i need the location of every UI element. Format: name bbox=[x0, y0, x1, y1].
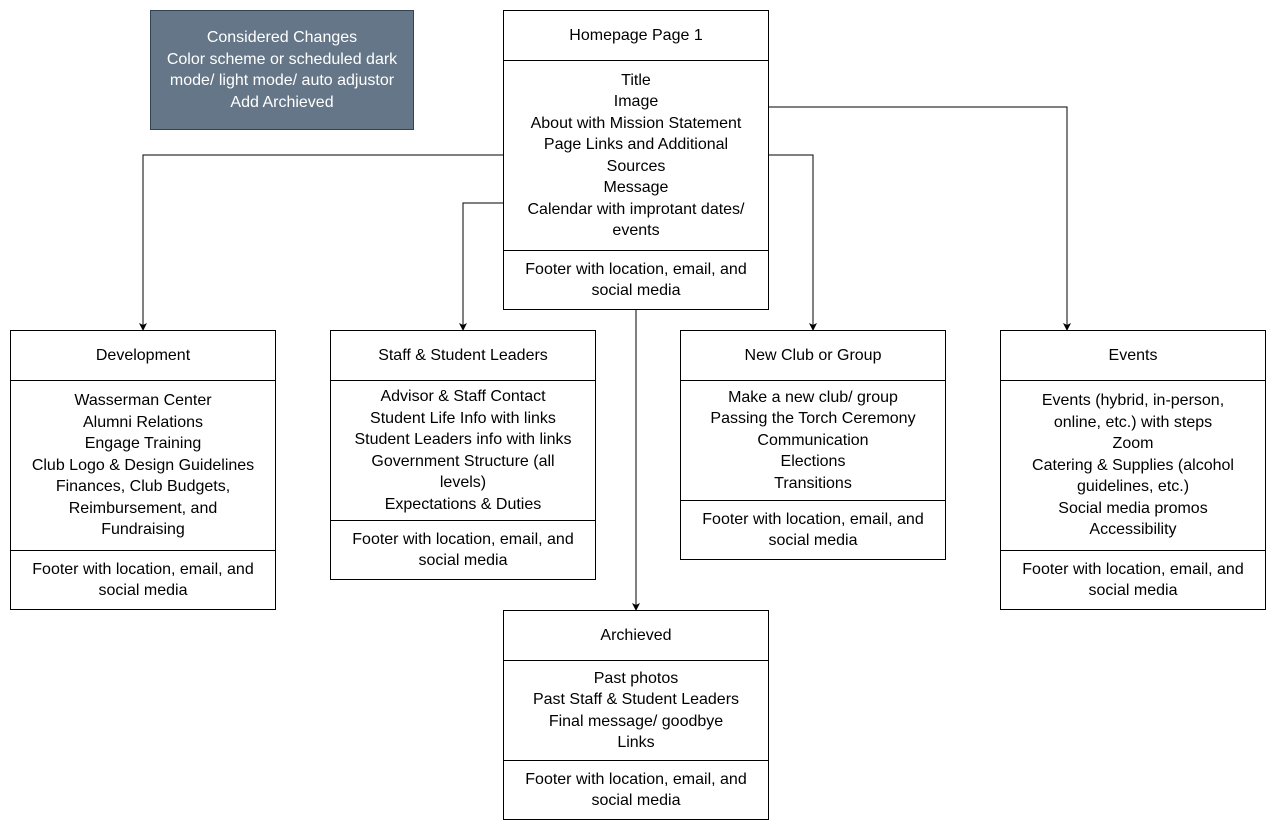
list-item: Events (hybrid, in-person, bbox=[1041, 392, 1225, 410]
footer-line: Footer with location, email, and bbox=[525, 770, 747, 788]
new-club-group-title: New Club or Group bbox=[681, 331, 945, 381]
footer-line: Footer with location, email, and bbox=[352, 530, 574, 548]
events-box[interactable]: Events Events (hybrid, in-person, online… bbox=[1000, 330, 1266, 610]
homepage-box[interactable]: Homepage Page 1 Title Image About with M… bbox=[503, 10, 769, 310]
events-title: Events bbox=[1001, 331, 1265, 381]
homepage-contents: Title Image About with Mission Statement… bbox=[504, 61, 768, 251]
list-item: Social media promos bbox=[1058, 499, 1208, 517]
footer-line: social media bbox=[591, 792, 681, 809]
list-item: Past photos bbox=[593, 669, 679, 687]
list-item: Image bbox=[613, 93, 659, 110]
list-item: Final message/ goodbye bbox=[548, 712, 724, 730]
development-title: Development bbox=[11, 331, 275, 381]
footer-line: Footer with location, email, and bbox=[1022, 560, 1244, 578]
list-item: events bbox=[612, 222, 660, 239]
list-item: Catering & Supplies (alcohol bbox=[1032, 456, 1234, 474]
list-item: Page Links and Additional bbox=[543, 136, 729, 153]
development-box[interactable]: Development Wasserman Center Alumni Rela… bbox=[10, 330, 276, 610]
new-club-group-box[interactable]: New Club or Group Make a new club/ group… bbox=[680, 330, 946, 560]
list-item: Zoom bbox=[1112, 435, 1154, 453]
list-item: Government Structure (all bbox=[371, 452, 555, 470]
list-item: online, etc.) with steps bbox=[1053, 413, 1213, 431]
new-club-group-contents: Make a new club/ group Passing the Torch… bbox=[681, 381, 945, 501]
list-item: Calendar with improtant dates/ bbox=[527, 200, 745, 218]
list-item: Make a new club/ group bbox=[728, 388, 898, 406]
events-footer: Footer with location, email, and social … bbox=[1001, 551, 1265, 609]
list-item: Title bbox=[621, 71, 651, 89]
list-item: Communication bbox=[757, 431, 869, 449]
note-line: mode/ light mode/ auto adjustor bbox=[169, 72, 395, 89]
homepage-footer: Footer with location, email, and social … bbox=[504, 251, 768, 309]
development-contents: Wasserman Center Alumni Relations Engage… bbox=[11, 381, 275, 551]
development-footer: Footer with location, email, and social … bbox=[11, 551, 275, 609]
list-item: Message bbox=[603, 179, 669, 196]
connector-home-to-development bbox=[139, 154, 503, 331]
list-item: Passing the Torch Ceremony bbox=[710, 410, 916, 428]
note-line: Considered Changes bbox=[206, 29, 358, 46]
footer-line: social media bbox=[1088, 582, 1178, 599]
new-club-group-footer: Footer with location, email, and social … bbox=[681, 501, 945, 559]
archived-box[interactable]: Archieved Past photos Past Staff & Stude… bbox=[503, 610, 769, 820]
list-item: Student Life Info with links bbox=[370, 409, 556, 427]
note-line: Color scheme or scheduled dark bbox=[166, 50, 398, 68]
list-item: Wasserman Center bbox=[74, 392, 212, 410]
list-item: Accessibility bbox=[1089, 521, 1177, 539]
staff-student-leaders-title: Staff & Student Leaders bbox=[331, 331, 595, 381]
footer-line: social media bbox=[591, 282, 681, 299]
list-item: Student Leaders info with links bbox=[354, 431, 572, 448]
list-item: Alumni Relations bbox=[82, 413, 204, 431]
list-item: Fundraising bbox=[101, 521, 185, 539]
archived-title: Archieved bbox=[504, 611, 768, 661]
footer-line: Footer with location, email, and bbox=[32, 560, 254, 578]
list-item: Elections bbox=[780, 453, 846, 471]
list-item: Past Staff & Student Leaders bbox=[532, 691, 740, 708]
connector-home-to-events bbox=[768, 106, 1071, 331]
list-item: guidelines, etc.) bbox=[1076, 478, 1190, 496]
footer-line: social media bbox=[98, 582, 188, 599]
footer-line: social media bbox=[768, 532, 858, 549]
events-contents: Events (hybrid, in-person, online, etc.)… bbox=[1001, 381, 1265, 551]
staff-student-leaders-box[interactable]: Staff & Student Leaders Advisor & Staff … bbox=[330, 330, 596, 580]
list-item: Links bbox=[617, 734, 655, 751]
list-item: levels) bbox=[439, 474, 487, 491]
footer-line: Footer with location, email, and bbox=[525, 260, 747, 278]
list-item: Advisor & Staff Contact bbox=[380, 388, 546, 405]
archived-footer: Footer with location, email, and social … bbox=[504, 761, 768, 819]
list-item: Transitions bbox=[774, 474, 852, 492]
list-item: Expectations & Duties bbox=[384, 495, 542, 513]
footer-line: Footer with location, email, and bbox=[702, 510, 924, 528]
staff-student-leaders-footer: Footer with location, email, and social … bbox=[331, 521, 595, 579]
footer-line: social media bbox=[418, 552, 508, 569]
list-item: Reimbursement, and bbox=[68, 499, 218, 517]
list-item: Club Logo & Design Guidelines bbox=[31, 456, 255, 474]
list-item: Sources bbox=[606, 157, 666, 175]
staff-student-leaders-contents: Advisor & Staff Contact Student Life Inf… bbox=[331, 381, 595, 521]
connector-home-to-newclub bbox=[768, 154, 817, 331]
considered-changes-note: Considered Changes Color scheme or sched… bbox=[150, 10, 414, 130]
archived-contents: Past photos Past Staff & Student Leaders… bbox=[504, 661, 768, 761]
connector-home-to-staff bbox=[459, 202, 503, 331]
list-item: Engage Training bbox=[84, 435, 202, 453]
homepage-title: Homepage Page 1 bbox=[504, 11, 768, 61]
note-line: Add Archieved bbox=[230, 93, 334, 111]
list-item: Finances, Club Budgets, bbox=[55, 478, 231, 496]
list-item: About with Mission Statement bbox=[530, 114, 742, 132]
